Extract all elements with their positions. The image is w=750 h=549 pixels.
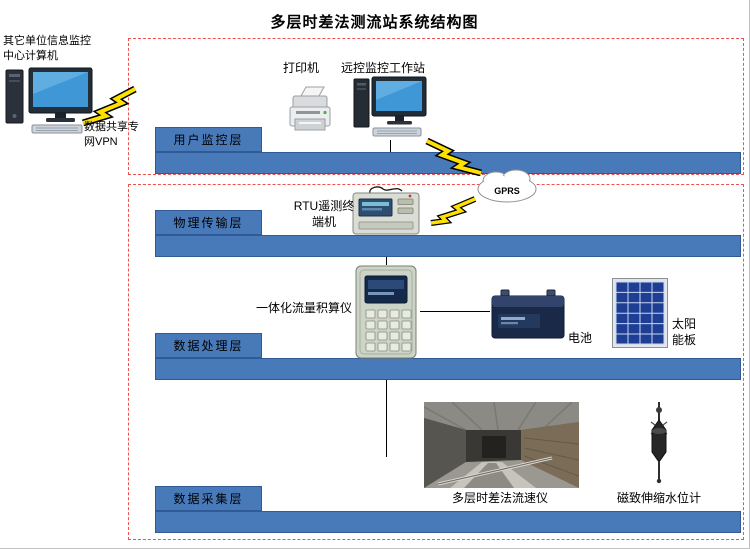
connector-totalizer-battery xyxy=(420,311,490,312)
battery-icon xyxy=(490,287,566,345)
external-desktop-computer-icon xyxy=(4,64,96,139)
layer-bar-data-processing xyxy=(155,358,741,380)
layer-tab-data-acquisition: 数据采集层 xyxy=(155,486,262,511)
gprs-label: GPRS xyxy=(494,186,520,196)
battery-label: 电池 xyxy=(568,331,593,345)
flow-totalizer-icon xyxy=(352,265,420,365)
level-gauge-label: 磁致伸缩水位计 xyxy=(617,491,702,505)
solar-panel-label: 太阳能板 xyxy=(671,317,696,347)
layer-bar-data-acquisition xyxy=(155,511,741,533)
level-gauge-icon xyxy=(641,400,677,491)
connector-totalizer-sensors xyxy=(386,380,387,457)
station-section-box xyxy=(128,184,744,540)
vpn-lightning-icon xyxy=(80,85,138,131)
gprs-cloud-icon xyxy=(476,166,538,211)
totalizer-label: 一体化流量积算仪 xyxy=(256,301,353,315)
connector-physicalbar-totalizer xyxy=(386,257,387,265)
monitoring-section-box xyxy=(128,38,744,175)
rtu-terminal-icon xyxy=(348,184,424,242)
velocimeter-label: 多层时差法流速仪 xyxy=(452,491,549,505)
layer-tab-user-monitoring: 用户监控层 xyxy=(155,127,262,152)
culvert-velocimeter-photo xyxy=(423,401,580,493)
connector-workstation-userbar xyxy=(390,140,391,152)
lightning-gprs-rtu-icon xyxy=(428,196,478,231)
lightning-workstation-gprs-icon xyxy=(424,137,484,181)
layer-tab-physical-transmission: 物理传输层 xyxy=(155,210,262,235)
vpn-label: 数据共享专网VPN xyxy=(84,121,139,148)
workstation-computer-icon xyxy=(352,76,428,145)
external-center-label: 其它单位信息监控中心计算机 xyxy=(3,35,91,62)
layer-tab-data-processing: 数据处理层 xyxy=(155,333,262,358)
rtu-label: RTU遥测终端机 xyxy=(293,199,355,229)
diagram-title: 多层时差法测流站系统结构图 xyxy=(270,14,479,31)
workstation-label: 远控监控工作站 xyxy=(341,61,426,75)
solar-panel-icon xyxy=(612,278,668,353)
layer-bar-physical-transmission xyxy=(155,235,741,257)
printer-icon xyxy=(286,84,334,141)
printer-label: 打印机 xyxy=(283,61,320,75)
